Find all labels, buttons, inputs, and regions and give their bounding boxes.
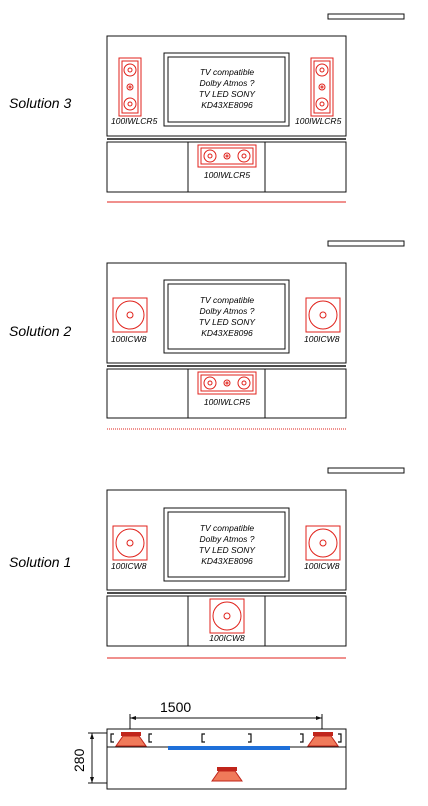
- solution-label: Solution 2: [9, 323, 71, 339]
- dimension-arrow: [316, 716, 322, 720]
- tv-screen: [167, 283, 286, 350]
- dimension-arrow: [90, 777, 94, 783]
- tv-line: KD43XE8096: [201, 100, 253, 110]
- tv-outer: [163, 52, 290, 127]
- round-speaker-icon: [305, 525, 341, 561]
- round-speaker-icon: [305, 297, 341, 333]
- tv-line: KD43XE8096: [201, 556, 253, 566]
- tv-line: Dolby Atmos ?: [200, 306, 255, 316]
- round-speaker-icon: [209, 598, 245, 634]
- speaker-label: 100ICW8: [209, 633, 245, 643]
- corner-mark: [327, 240, 405, 247]
- corner-mark: [327, 467, 405, 474]
- speaker-cone-icon: [307, 732, 339, 747]
- tv-line: TV LED SONY: [199, 317, 257, 327]
- tv-line: Dolby Atmos ?: [200, 534, 255, 544]
- tv-outer: [163, 279, 290, 354]
- lcr-speaker-icon: [197, 371, 257, 395]
- speaker-label: 100IWLCR5: [204, 170, 251, 180]
- lcr-speaker-icon: [197, 144, 257, 168]
- tv-line: Dolby Atmos ?: [200, 78, 255, 88]
- tv-line: TV compatible: [200, 523, 255, 533]
- speaker-label: 100IWLCR5: [204, 397, 251, 407]
- solution-2-panel: Solution 2 TV compatible Dolby Atmos ? T…: [9, 240, 405, 430]
- speaker-label: 100ICW8: [111, 561, 147, 571]
- speaker-label: 100ICW8: [111, 334, 147, 344]
- dimension-arrow: [130, 716, 136, 720]
- tv-line: KD43XE8096: [201, 328, 253, 338]
- tv-line: TV compatible: [200, 295, 255, 305]
- tv-outer: [163, 507, 290, 582]
- solution-label: Solution 1: [9, 554, 71, 570]
- tv-screen: [167, 511, 286, 578]
- depth-dimension: 280: [71, 748, 87, 772]
- speaker-label: 100ICW8: [304, 334, 340, 344]
- speaker-label: 100IWLCR5: [295, 116, 342, 126]
- tv-line: TV compatible: [200, 67, 255, 77]
- lcr-speaker-icon: [310, 57, 334, 117]
- tv-screen: [167, 56, 286, 123]
- dimension-arrow: [90, 733, 94, 739]
- plan-view: 1500 280: [71, 699, 347, 790]
- round-speaker-icon: [112, 297, 148, 333]
- cabinet: [106, 595, 347, 647]
- wall-brackets: [110, 733, 342, 743]
- solution-1-panel: Solution 1 TV compatible Dolby Atmos ? T…: [9, 467, 405, 659]
- speaker-label: 100ICW8: [304, 561, 340, 571]
- tv-line: TV LED SONY: [199, 545, 257, 555]
- width-dimension: 1500: [160, 699, 191, 715]
- lcr-speaker-icon: [118, 57, 142, 117]
- solution-label: Solution 3: [9, 95, 71, 111]
- solution-3-panel: Solution 3 TV compatible Dolby Atmos ? T…: [9, 13, 405, 203]
- speaker-cone-icon: [211, 767, 243, 782]
- tv-bar: [168, 746, 290, 750]
- speaker-label: 100IWLCR5: [111, 116, 158, 126]
- corner-mark: [327, 13, 405, 20]
- speaker-cone-icon: [115, 732, 147, 747]
- round-speaker-icon: [112, 525, 148, 561]
- tv-line: TV LED SONY: [199, 89, 257, 99]
